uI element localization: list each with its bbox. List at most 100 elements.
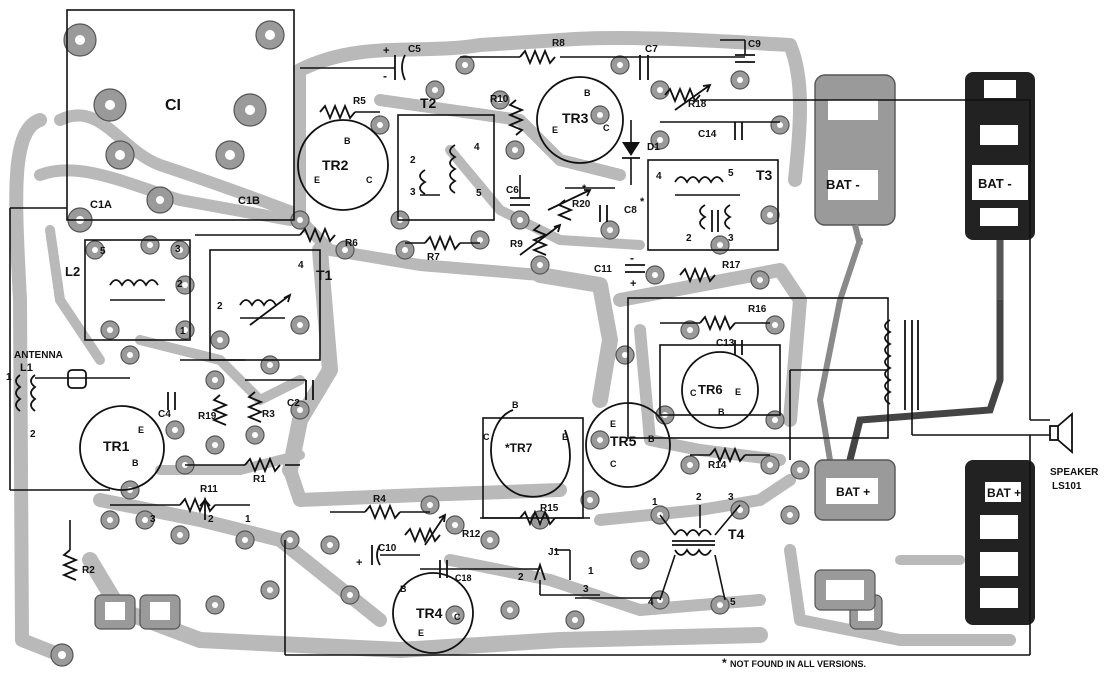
pin-labels: B E C B E C E B B C E E B C C E B B C E … (6, 45, 741, 638)
label-r11: R11 (200, 484, 218, 495)
tr4-outline (392, 572, 474, 654)
label-r9: R9 (510, 239, 523, 250)
label-c11: C11 (594, 264, 612, 275)
j1-pin-2: 2 (518, 572, 524, 583)
tr7-pin-e: E (562, 432, 568, 442)
l2-pin-5: 5 (100, 246, 106, 257)
t2-pin-4: 4 (474, 142, 480, 153)
solder-pads (50, 20, 883, 667)
component-wiring (9, 9, 1073, 656)
label-r4: R4 (373, 494, 386, 505)
tr5-pin-b: B (648, 434, 655, 444)
label-antenna: ANTENNA (14, 350, 63, 361)
t3-pin-3: 3 (728, 233, 734, 244)
t1-pin-2: 2 (217, 301, 223, 312)
bat-minus-label-1: BAT - (826, 177, 860, 192)
tr5-pin-c: C (610, 459, 617, 469)
label-c1: CI (165, 97, 181, 114)
tr5-pin-e: E (610, 419, 616, 429)
tr6-pin-e: E (735, 387, 741, 397)
tr6-pin-b: B (718, 407, 725, 417)
label-r6: R6 (345, 238, 358, 249)
label-c9: C9 (748, 39, 761, 50)
label-r20: R20 (572, 199, 591, 210)
label-c8: C8 (624, 205, 637, 216)
label-tr4: TR4 (416, 605, 443, 621)
label-speaker: SPEAKER (1050, 467, 1099, 478)
tr2-pin-b: B (344, 136, 351, 146)
label-c6: C6 (506, 185, 519, 196)
bat-plus-label-1: BAT + (836, 485, 870, 499)
t3-asterisk: * (640, 196, 645, 208)
t3-pin-2: 2 (686, 233, 692, 244)
tr4-pin-b: B (400, 584, 407, 594)
label-t2: T2 (420, 95, 437, 111)
t4-pin-5: 5 (730, 597, 736, 608)
transistors (79, 76, 759, 654)
copper-traces (9, 30, 1016, 662)
l2-pin-1: 1 (180, 326, 186, 337)
label-r3: R3 (262, 409, 275, 420)
r11-pin-2: 2 (208, 514, 214, 525)
tr7-pin-c: C (483, 432, 490, 442)
t4-pin-3: 3 (728, 492, 734, 503)
label-d1: D1 (647, 142, 660, 153)
t4-pin-1: 1 (652, 497, 658, 508)
l2-pin-3: 3 (175, 244, 181, 255)
tr7-outline (490, 409, 571, 498)
label-j1: J1 (548, 547, 560, 558)
label-l1: L1 (20, 362, 33, 374)
tr2-pin-c: C (366, 175, 373, 185)
label-t4: T4 (728, 526, 745, 542)
label-c5: C5 (408, 44, 421, 55)
label-r8: R8 (552, 38, 565, 49)
label-tr6: TR6 (698, 382, 723, 397)
component-labels: CI C1A C1B L2 T1 T2 T3 T4 TR2 TR3 TR1 *T… (14, 38, 1099, 670)
c10-plus: + (356, 557, 362, 569)
t2-pin-5: 5 (476, 188, 482, 199)
label-r14: R14 (708, 460, 727, 471)
label-ls101: LS101 (1052, 481, 1082, 492)
tr1-outline (79, 405, 165, 491)
label-r18: R18 (688, 99, 707, 110)
tr1-pin-e: E (138, 425, 144, 435)
footnote-text: NOT FOUND IN ALL VERSIONS. (730, 659, 866, 669)
label-c2: C2 (287, 398, 300, 409)
label-r5: R5 (353, 96, 366, 107)
bat-minus-label-2: BAT - (978, 176, 1012, 191)
battery-terminals: BAT - BAT - BAT + BAT + (814, 72, 1035, 625)
label-r17: R17 (722, 260, 741, 271)
label-c1b: C1B (238, 195, 260, 207)
label-l2: L2 (65, 264, 80, 279)
label-r7: R7 (427, 252, 440, 263)
tr5-outline (585, 402, 671, 488)
label-t3: T3 (756, 167, 773, 183)
r11-pin-1: 1 (245, 514, 251, 525)
tr1-pin-b: B (132, 458, 139, 468)
label-r15: R15 (540, 503, 559, 514)
tr2-outline (297, 119, 389, 211)
label-r12: R12 (462, 529, 481, 540)
label-tr2: TR2 (322, 157, 349, 173)
tr2-pin-e: E (314, 175, 320, 185)
t1-pin-4: 4 (298, 260, 304, 271)
label-c1a: C1A (90, 199, 112, 211)
footnote-asterisk: * (722, 656, 727, 670)
t2-pin-2: 2 (410, 155, 416, 166)
t4-pin-4: 4 (648, 597, 654, 608)
label-r10: R10 (490, 94, 509, 105)
tr6-outline (681, 351, 759, 429)
l2-pin-2: 2 (177, 279, 183, 290)
tr3-pin-c: C (603, 123, 610, 133)
t3-pin-5: 5 (728, 168, 734, 179)
label-tr1: TR1 (103, 438, 130, 454)
tr4-pin-c: C (454, 612, 461, 622)
label-tr3: TR3 (562, 110, 589, 126)
label-tr5: TR5 (610, 433, 637, 449)
j1-pin-1: 1 (588, 566, 594, 577)
tr6-pin-c: C (690, 388, 697, 398)
label-c4: C4 (158, 409, 171, 420)
label-c14: C14 (698, 129, 717, 140)
tr3-outline (536, 76, 624, 164)
